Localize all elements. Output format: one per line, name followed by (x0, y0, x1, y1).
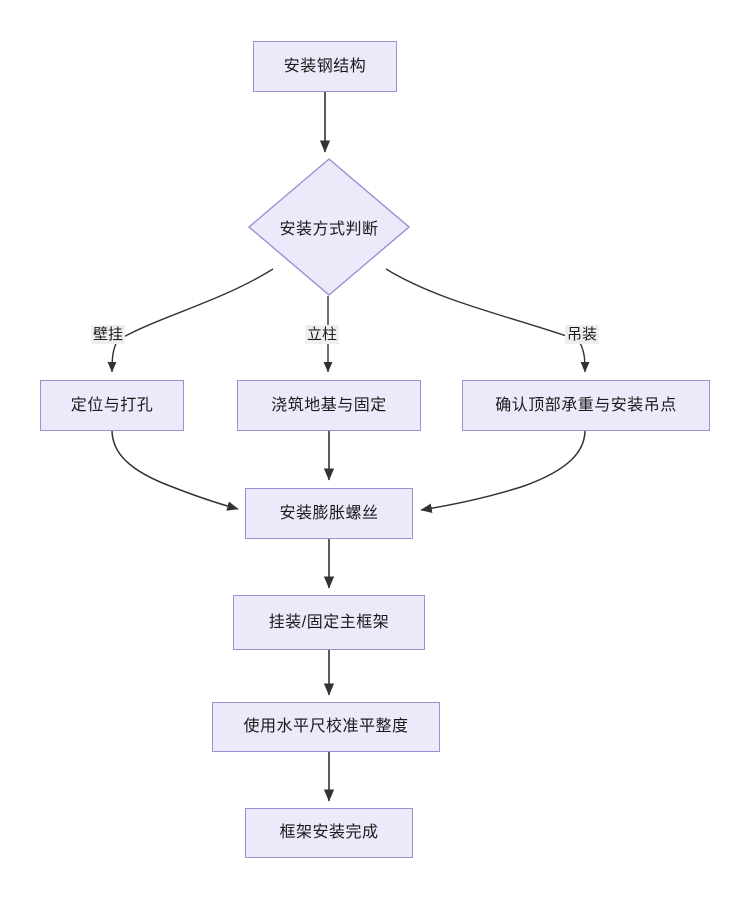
node-label: 安装方式判断 (279, 221, 379, 238)
node-confirm-ceiling-load-and-hoist-points[interactable]: 确认顶部承重与安装吊点 (462, 380, 710, 431)
node-label: 安装钢结构 (283, 57, 367, 75)
node-label: 定位与打孔 (70, 396, 154, 414)
node-pour-foundation-and-fix[interactable]: 浇筑地基与固定 (237, 380, 421, 431)
edge-decision-to-hoist (385, 268, 590, 373)
node-label: 浇筑地基与固定 (271, 396, 387, 414)
edge-label-pillar: 立柱 (305, 325, 340, 345)
node-label: 使用水平尺校准平整度 (243, 718, 409, 736)
diamond-shape (248, 158, 410, 296)
edge-label-hoisting: 吊装 (565, 325, 600, 345)
edge-label-text: 吊装 (567, 326, 598, 343)
node-label: 框架安装完成 (279, 824, 379, 842)
node-frame-installation-complete[interactable]: 框架安装完成 (245, 808, 413, 858)
edge-label-wall-mount: 壁挂 (91, 325, 126, 345)
node-position-and-drill[interactable]: 定位与打孔 (40, 380, 184, 431)
edge-wall-to-anchor (111, 429, 239, 511)
node-installation-method-decision[interactable]: 安装方式判断 (248, 158, 410, 296)
node-install-expansion-bolts[interactable]: 安装膨胀螺丝 (245, 488, 413, 539)
node-install-steel-structure[interactable]: 安装钢结构 (253, 41, 397, 92)
node-label: 挂装/固定主框架 (268, 613, 390, 631)
node-label: 安装膨胀螺丝 (279, 504, 379, 522)
node-mount-or-fix-main-frame[interactable]: 挂装/固定主框架 (233, 595, 425, 650)
node-level-with-spirit-level[interactable]: 使用水平尺校准平整度 (212, 702, 440, 752)
edge-hoist-to-anchor (420, 429, 586, 514)
node-label: 确认顶部承重与安装吊点 (495, 396, 677, 414)
edge-label-text: 立柱 (307, 326, 338, 343)
edge-label-text: 壁挂 (93, 326, 124, 343)
